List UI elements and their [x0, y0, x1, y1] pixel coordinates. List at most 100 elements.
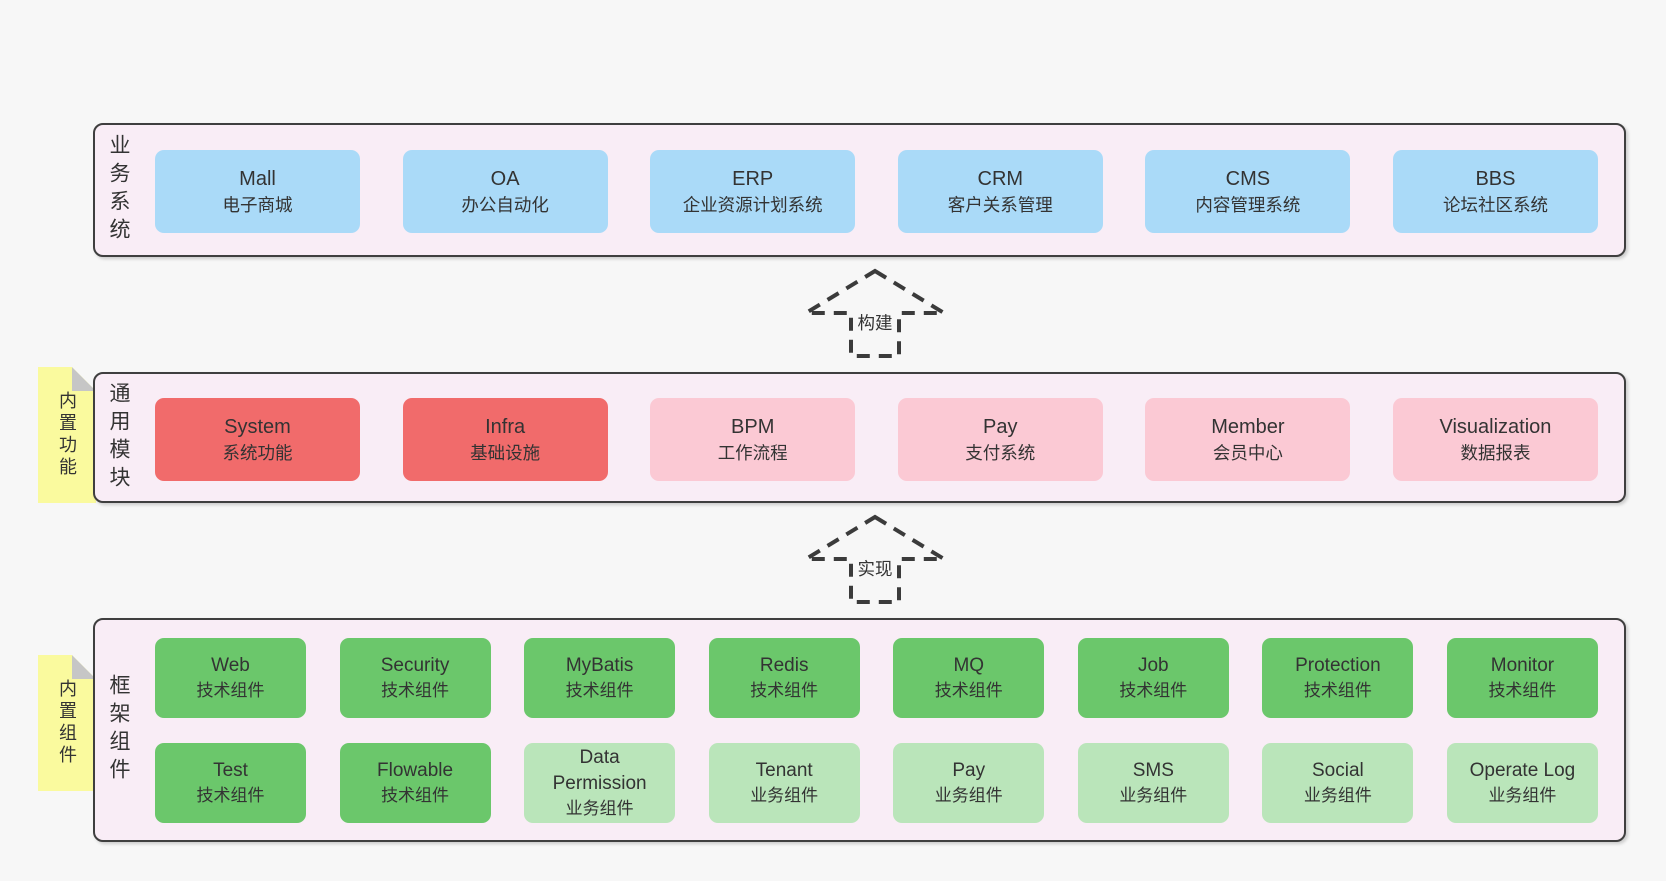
box-subtitle: 业务组件: [750, 786, 819, 806]
box-subtitle: 技术组件: [1303, 681, 1372, 701]
box-title: Operate Log: [1469, 760, 1576, 782]
box-subtitle: 技术组件: [1488, 681, 1557, 701]
box-subtitle: 办公自动化: [461, 195, 549, 216]
pay-box: Pay 支付系统: [897, 398, 1103, 481]
box-title: System: [224, 415, 291, 438]
operate-log-box: Operate Log 业务组件: [1446, 743, 1598, 823]
box-title: Job: [1137, 655, 1169, 677]
box-subtitle: 业务组件: [1303, 786, 1372, 806]
box-title: Monitor: [1490, 655, 1555, 677]
mall-box: Mall 电子商城: [155, 150, 360, 233]
box-title: CMS: [1225, 167, 1271, 190]
box-title: Test: [213, 760, 248, 782]
security-box: Security 技术组件: [339, 638, 491, 718]
protection-box: Protection 技术组件: [1262, 638, 1414, 718]
box-title: Flowable: [377, 760, 454, 782]
box-title: Mall: [239, 167, 276, 190]
box-subtitle: 系统功能: [222, 443, 293, 464]
box-title: Pay: [983, 415, 1018, 438]
box-subtitle: 数据报表: [1460, 443, 1531, 464]
box-title: Member: [1211, 415, 1285, 438]
box-subtitle: 业务组件: [1488, 786, 1557, 806]
crm-box: CRM 客户关系管理: [897, 150, 1103, 233]
box-subtitle: 技术组件: [381, 681, 450, 701]
box-title: Security: [380, 655, 450, 677]
box-subtitle: 业务组件: [1119, 786, 1188, 806]
box-subtitle: 技术组件: [381, 786, 450, 806]
business-box-row: Mall 电子商城 OA 办公自动化 ERP 企业资源计划系统 CRM 客户关系管理 CMS 内容…: [155, 150, 1598, 233]
box-subtitle: 技术组件: [750, 681, 819, 701]
box-title: Tenant: [755, 760, 813, 782]
box-title: Protection: [1295, 655, 1381, 677]
pay-box: Pay 业务组件: [893, 743, 1045, 823]
components-panel-label: 框架组件: [107, 674, 130, 786]
box-title: OA: [490, 167, 520, 190]
mq-box: MQ 技术组件: [893, 638, 1045, 718]
builtin-components-note-text: 内置组件: [57, 679, 77, 767]
box-title: BPM: [731, 415, 775, 438]
cms-box: CMS 内容管理系统: [1145, 150, 1351, 233]
erp-box: ERP 企业资源计划系统: [650, 150, 856, 233]
builtin-features-note: 内置功能: [38, 367, 96, 503]
bbs-box: BBS 论坛社区系统: [1392, 150, 1598, 233]
business-systems-panel: 业务系统 Mall 电子商城 OA 办公自动化 ERP 企业资源计划系统 CRM 客户关系管理…: [93, 123, 1626, 257]
box-title: Data Permission: [552, 747, 647, 795]
box-title: ERP: [732, 167, 774, 190]
box-subtitle: 支付系统: [965, 443, 1036, 464]
box-subtitle: 业务组件: [565, 799, 634, 819]
bpm-box: BPM 工作流程: [650, 398, 856, 481]
common-modules-panel: 通用模块 System 系统功能 Infra 基础设施 BPM 工作流程 Pay 支付系统 Me…: [93, 372, 1626, 503]
modules-box-row: System 系统功能 Infra 基础设施 BPM 工作流程 Pay 支付系统 Member 会…: [155, 398, 1598, 481]
box-subtitle: 业务组件: [934, 786, 1003, 806]
implement-arrow-label: 实现: [854, 558, 896, 582]
mybatis-box: MyBatis 技术组件: [524, 638, 676, 718]
flowable-box: Flowable 技术组件: [339, 743, 491, 823]
box-title: BBS: [1475, 167, 1516, 190]
box-subtitle: 技术组件: [565, 681, 634, 701]
box-subtitle: 企业资源计划系统: [682, 195, 823, 216]
web-box: Web 技术组件: [155, 638, 306, 718]
up-arrow-icon: [800, 268, 950, 358]
box-title: Visualization: [1439, 415, 1552, 438]
box-subtitle: 会员中心: [1212, 443, 1283, 464]
box-title: Pay: [952, 760, 986, 782]
build-arrow-label: 构建: [854, 312, 896, 336]
box-subtitle: 技术组件: [196, 786, 265, 806]
build-arrow: 构建: [800, 268, 950, 360]
box-title: Web: [211, 655, 250, 677]
box-subtitle: 论坛社区系统: [1442, 195, 1548, 216]
box-subtitle: 电子商城: [222, 195, 293, 216]
box-title: Infra: [485, 415, 526, 438]
business-panel-label: 业务系统: [107, 134, 130, 246]
box-title: MyBatis: [565, 655, 634, 677]
tenant-box: Tenant 业务组件: [708, 743, 860, 823]
box-subtitle: 技术组件: [934, 681, 1003, 701]
box-subtitle: 工作流程: [717, 443, 788, 464]
box-subtitle: 技术组件: [196, 681, 265, 701]
builtin-components-note: 内置组件: [38, 655, 96, 791]
oa-box: OA 办公自动化: [402, 150, 608, 233]
infra-box: Infra 基础设施: [402, 398, 608, 481]
visualization-box: Visualization 数据报表: [1392, 398, 1598, 481]
modules-panel-label: 通用模块: [107, 381, 130, 494]
box-subtitle: 客户关系管理: [947, 195, 1053, 216]
test-box: Test 技术组件: [155, 743, 306, 823]
redis-box: Redis 技术组件: [708, 638, 860, 718]
monitor-box: Monitor 技术组件: [1446, 638, 1598, 718]
system-box: System 系统功能: [155, 398, 360, 481]
implement-arrow: 实现: [800, 514, 950, 606]
box-title: CRM: [977, 167, 1024, 190]
box-title: Redis: [759, 655, 809, 677]
box-subtitle: 内容管理系统: [1195, 195, 1301, 216]
builtin-features-note-text: 内置功能: [57, 391, 77, 479]
box-subtitle: 基础设施: [470, 443, 541, 464]
box-title: MQ: [953, 655, 985, 677]
data-permission-box: Data Permission 业务组件: [524, 743, 676, 823]
